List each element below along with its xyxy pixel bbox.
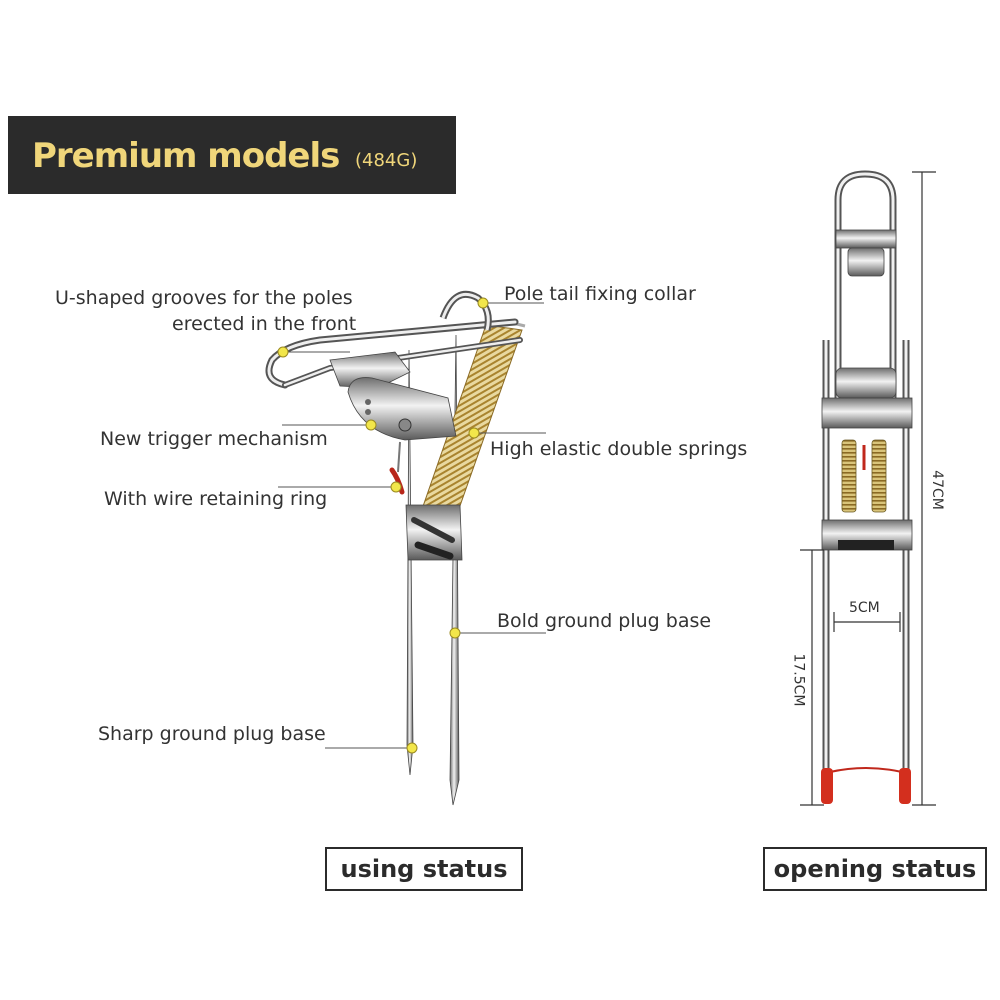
label-springs: High elastic double springs xyxy=(490,438,748,460)
sharp-ground-stake xyxy=(406,349,414,776)
callout-dot-sharp-base xyxy=(406,742,418,754)
label-u-grooves-line1: U-shaped grooves for the poles xyxy=(55,287,353,309)
label-trigger: New trigger mechanism xyxy=(100,428,328,450)
dimension-leg: 17.5CM xyxy=(790,653,807,707)
left-spring xyxy=(841,439,857,513)
callout-dots xyxy=(277,297,489,754)
label-ring: With wire retaining ring xyxy=(104,488,328,510)
label-collar: Pole tail fixing collar xyxy=(504,283,696,305)
callout-dot-springs xyxy=(468,427,480,439)
upper-plate xyxy=(821,397,913,429)
product-using-status xyxy=(265,290,526,806)
label-bold-base: Bold ground plug base xyxy=(497,610,712,632)
label-u-grooves-line2: erected in the front xyxy=(172,313,357,335)
left-leg-tip xyxy=(821,768,833,804)
header-banner xyxy=(8,116,456,194)
callout-dot-ring xyxy=(390,481,402,493)
right-leg-tip xyxy=(899,768,911,804)
dimension-width: 5CM xyxy=(849,600,880,616)
header-title: Premium models xyxy=(32,136,340,176)
upper-collar xyxy=(835,367,897,399)
product-opening-status xyxy=(821,170,913,804)
right-spring xyxy=(871,439,887,513)
dimension-lines xyxy=(800,171,936,806)
header-weight: (484G) xyxy=(355,150,418,171)
callout-dot-bold-base xyxy=(449,627,461,639)
wire-retaining-ring xyxy=(389,467,405,495)
callout-lines xyxy=(278,302,546,749)
label-sharp-base: Sharp ground plug base xyxy=(98,723,326,745)
callout-dot-trigger xyxy=(365,419,377,431)
callout-dot-collar xyxy=(477,297,489,309)
dimension-height: 47CM xyxy=(928,470,945,510)
status-opening: opening status xyxy=(763,847,987,891)
status-using: using status xyxy=(325,847,523,891)
callout-dot-grooves xyxy=(277,346,289,358)
